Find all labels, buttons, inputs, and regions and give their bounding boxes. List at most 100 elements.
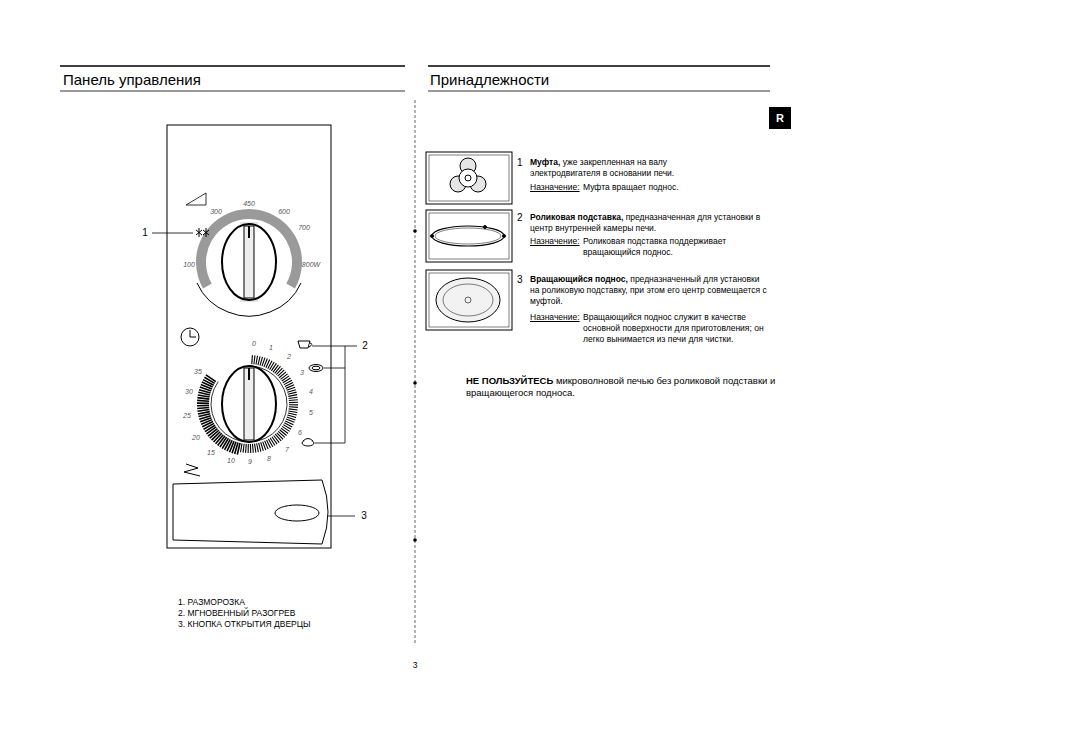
label-text: Назначение:: [530, 312, 580, 322]
tick-mark: [288, 395, 297, 397]
tick-mark: [250, 444, 251, 453]
text-group: 35: [194, 368, 202, 376]
control-panel-part: [298, 341, 323, 446]
text-group: 6: [298, 429, 302, 437]
tick-mark: [245, 444, 247, 453]
tick-mark: [255, 444, 256, 453]
tick-mark: [275, 434, 281, 441]
accessory-pictures-part: [436, 278, 500, 322]
control-panel-part: [312, 346, 357, 443]
tick-mark: [282, 376, 289, 381]
accessory-pictures-part: [426, 152, 512, 204]
accessory-pictures-part: [459, 169, 477, 187]
accessory-pictures-part: [484, 226, 487, 229]
label-text: Вращающийся поднос служит в качестве осн…: [583, 312, 764, 344]
tick-mark: [282, 426, 289, 431]
label-text: 3: [361, 510, 367, 521]
control-panel-part: [248, 226, 250, 238]
text-group: 450: [243, 200, 255, 208]
text-group: 3: [361, 510, 367, 522]
text-group: 10: [227, 457, 235, 465]
heading-rules-part: [60, 65, 405, 67]
text-group: 800W: [302, 261, 320, 269]
label-text: 15: [207, 449, 215, 456]
control-panel-part: [184, 464, 200, 476]
control-panel-part: [167, 125, 331, 548]
column-divider: [413, 100, 417, 645]
text-group: 15: [207, 449, 215, 457]
label-text: 1: [517, 157, 523, 168]
timer-ring: [211, 366, 287, 442]
label-text: 1: [142, 227, 148, 238]
tick-mark: [197, 407, 209, 408]
text-group: 100: [183, 261, 195, 269]
column-divider-part: [413, 229, 417, 233]
tick-mark: [287, 390, 296, 393]
accessory-pictures-part: [426, 210, 512, 262]
text-group: Назначение:: [530, 312, 580, 323]
accessory-pictures-part: [465, 297, 471, 303]
control-panel-part-part: [312, 346, 345, 347]
text-group: 1: [517, 157, 523, 168]
tick-mark: [256, 356, 258, 365]
column-divider-part: [415, 100, 416, 645]
control-panel-part: [196, 228, 209, 237]
tick-mark: [289, 409, 298, 410]
text-group: Муфта, уже закрепленная на валу электрод…: [530, 157, 725, 179]
control-panel-part-part: [203, 230, 209, 235]
tick-mark: [240, 443, 242, 452]
label-text: 3: [413, 660, 418, 670]
accessory-pictures: [426, 152, 512, 330]
label-text: 2: [362, 340, 368, 351]
text-group: 8: [267, 455, 271, 463]
heading-rules-part: [428, 91, 770, 92]
tick-mark: [197, 400, 209, 402]
tick-mark: [288, 413, 297, 415]
text-group: 20: [192, 434, 200, 442]
control-panel-part-part: [196, 230, 202, 235]
label-text: 20: [192, 434, 200, 441]
label-text: 600: [278, 208, 290, 215]
accessory-pictures-part: [426, 270, 512, 330]
accessory-pictures-part: [432, 226, 504, 246]
column-divider-part: [413, 381, 417, 385]
tick-mark: [281, 428, 288, 433]
tick-mark: [289, 397, 298, 398]
control-panel-part-part: [303, 439, 313, 442]
text-group: 5: [309, 409, 313, 417]
text-group: 2: [517, 212, 523, 223]
tick-mark: [257, 443, 259, 452]
control-panel-part-part: [345, 346, 357, 347]
tick-mark: [254, 355, 255, 364]
item-name: Вращающийся поднос,: [530, 274, 628, 284]
text-group: 600: [278, 208, 290, 216]
tick-mark: [279, 372, 286, 378]
column-divider-part: [413, 538, 417, 542]
timer-scale: [197, 355, 298, 455]
label-text: Муфта вращает поднос.: [583, 182, 679, 192]
tick-mark: [289, 399, 298, 401]
control-panel-part-part: [312, 366, 320, 370]
tick-mark: [289, 404, 298, 405]
control-panel-part: [275, 505, 319, 521]
label-text: 2: [517, 212, 523, 223]
tick-mark: [288, 392, 297, 394]
text-group: 2. МГНОВЕННЫЙ РАЗОГРЕВ: [178, 608, 295, 618]
tick-mark: [271, 363, 276, 370]
text-group: Назначение:: [530, 236, 580, 247]
control-panel-part: [173, 480, 328, 544]
tick-mark: [258, 356, 260, 365]
accessory-pictures-part: [465, 175, 471, 181]
label-text: 700: [298, 224, 310, 231]
accessory-pictures-part: [429, 273, 509, 327]
tick-mark: [252, 444, 254, 453]
tick-mark: [280, 430, 287, 436]
tick-mark: [277, 433, 283, 439]
accessory-pictures-part: [429, 213, 509, 259]
label-text: 35: [194, 368, 202, 375]
tick-mark: [243, 444, 244, 453]
label-text: Роликовая подставка поддерживает вращающ…: [583, 236, 726, 257]
label-text: 100: [183, 261, 195, 268]
control-panel-part: [244, 368, 254, 440]
text-group: 1. РАЗМОРОЗКА: [178, 597, 245, 607]
